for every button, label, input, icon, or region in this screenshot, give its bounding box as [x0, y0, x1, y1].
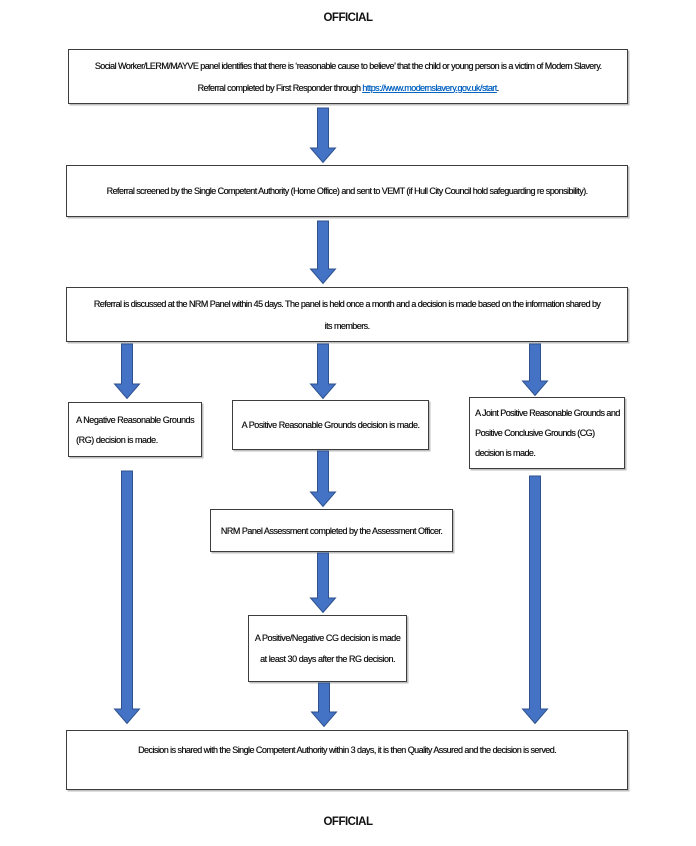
arrow-box2-to-box3 [309, 220, 337, 285]
referral-link-suffix: . [496, 82, 499, 93]
flow-box-panel-discussion: Referral is discussed at the NRM Panel w… [66, 287, 628, 342]
classification-footer: OFFICIAL [323, 816, 373, 828]
referral-link-prefix: Referral completed by First Responder th… [197, 82, 363, 93]
panel-discussion-line1: Referral is discussed at the NRM Panel w… [93, 298, 601, 309]
arrow-joint-positive-to-decision-shared [521, 475, 549, 725]
cg-decision-line2: at least 30 days after the RG decision. [259, 653, 396, 664]
flow-box-referral-identified: Social Worker/LERM/MAYVE panel identifie… [68, 49, 628, 104]
arrow-branch-negative-rg [113, 343, 141, 400]
joint-positive-text: A Joint Positive Reasonable Grounds and … [475, 408, 620, 458]
flow-box-negative-rg: A Negative Reasonable Grounds (RG) decis… [68, 402, 202, 457]
nrm-assessment-text: NRM Panel Assessment completed by the As… [220, 525, 443, 536]
flow-box-positive-rg: A Positive Reasonable Grounds decision i… [232, 400, 429, 450]
flow-box-joint-positive: A Joint Positive Reasonable Grounds and … [469, 397, 625, 469]
arrow-negative-rg-to-decision-shared [113, 470, 141, 725]
modern-slavery-referral-link[interactable]: https://www.modernslavery.gov.uk/start [362, 82, 497, 93]
flow-box-screened: Referral screened by the Single Competen… [66, 165, 628, 217]
arrow-positive-rg-to-assessment [309, 450, 337, 508]
panel-discussion-line2: its members. [324, 320, 370, 331]
flow-box-cg-decision: A Positive/Negative CG decision is made … [248, 615, 407, 682]
arrow-assessment-to-cg [309, 552, 337, 614]
arrow-branch-positive-rg [309, 343, 337, 400]
screened-text: Referral screened by the Single Competen… [106, 186, 588, 196]
cg-decision-line1: A Positive/Negative CG decision is made [254, 632, 401, 643]
negative-rg-text: A Negative Reasonable Grounds (RG) decis… [76, 414, 195, 445]
arrow-cg-to-decision-shared [310, 682, 338, 728]
flow-box-nrm-assessment: NRM Panel Assessment completed by the As… [210, 509, 453, 552]
classification-header: OFFICIAL [323, 12, 373, 24]
arrow-branch-joint-positive [521, 343, 549, 397]
arrow-box1-to-box2 [309, 107, 337, 164]
referral-identified-line1: Social Worker/LERM/MAYVE panel identifie… [94, 60, 602, 71]
positive-rg-text: A Positive Reasonable Grounds decision i… [241, 420, 420, 430]
decision-shared-text: Decision is shared with the Single Compe… [137, 745, 557, 755]
referral-identified-line2: Referral completed by First Responder th… [69, 77, 627, 99]
flow-box-decision-shared: Decision is shared with the Single Compe… [66, 730, 628, 790]
